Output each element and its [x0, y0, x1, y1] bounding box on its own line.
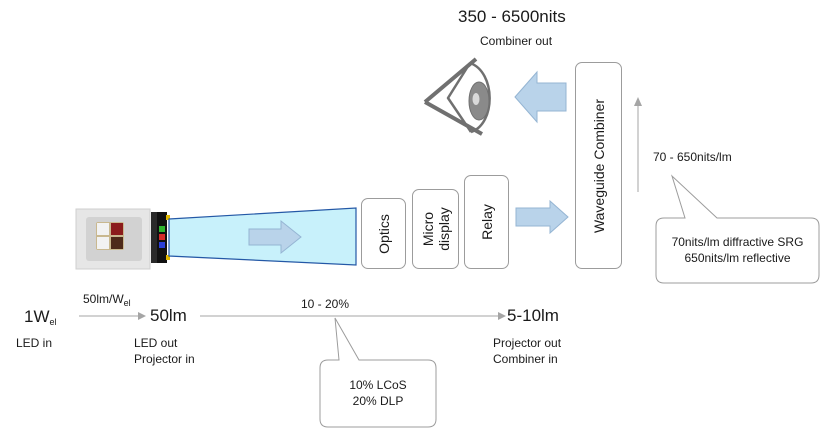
relay-block: Relay: [464, 175, 509, 269]
led-in-label: LED in: [16, 336, 53, 350]
relay-label: Relay: [478, 204, 495, 240]
projector-efficiency-label: 10 - 20%: [301, 297, 350, 311]
optics-label: Optics: [375, 213, 392, 254]
waveguide-up-arrow: [634, 97, 642, 192]
projector-callout-text: 10% LCoS 20% DLP: [349, 378, 407, 408]
output-brightness-range: 350 - 6500nits: [458, 7, 566, 26]
led-efficacy-label: 50lm/Wel: [83, 292, 131, 308]
waveguide-to-eye-arrow: [514, 70, 567, 124]
combiner-in-label: Combiner in: [493, 352, 558, 366]
led-in-value: 1Wel: [24, 307, 57, 327]
waveguide-combiner-block: Waveguide Combiner: [575, 62, 622, 269]
emitter-chip-icon: [151, 212, 170, 263]
projector-out-value: 5-10lm: [507, 306, 559, 325]
beam-arrow: [248, 219, 302, 255]
projector-callout-bubble: [319, 317, 437, 428]
projector-out-label: Projector out: [493, 336, 562, 350]
led-out-value: 50lm: [150, 306, 187, 325]
optics-block: Optics: [361, 198, 406, 269]
waveguide-callout-bubble: [655, 174, 820, 284]
projector-arrow: [200, 312, 506, 320]
waveguide-callout-text: 70nits/lm diffractive SRG 650nits/lm ref…: [671, 235, 804, 265]
led-out-label: LED out: [134, 336, 178, 350]
led-in-arrow: [79, 312, 146, 320]
eye-icon: [423, 57, 491, 136]
combiner-out-label: Combiner out: [480, 34, 553, 48]
relay-to-waveguide-arrow: [515, 199, 569, 235]
waveguide-efficiency-label: 70 - 650nits/lm: [653, 150, 732, 164]
led-icon: [75, 208, 151, 270]
waveguide-combiner-label: Waveguide Combiner: [590, 98, 607, 233]
projector-in-label: Projector in: [134, 352, 195, 366]
